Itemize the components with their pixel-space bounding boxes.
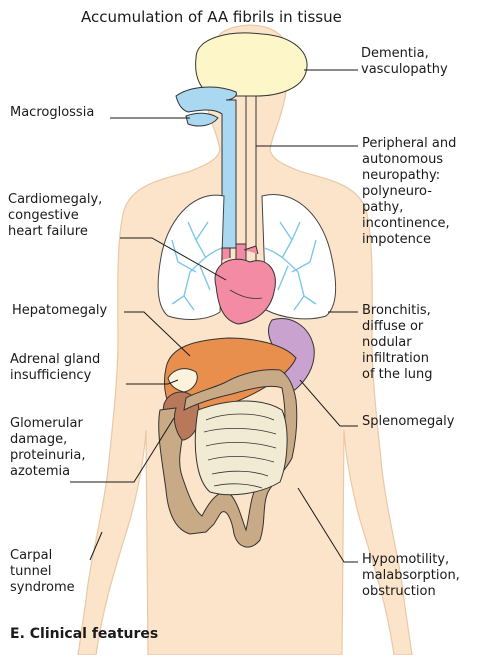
brain xyxy=(196,33,307,96)
label-adrenal-insufficiency: Adrenal gland insufficiency xyxy=(10,352,100,384)
figure-caption: E. Clinical features xyxy=(10,626,158,642)
label-glomerular-damage: Glomerular damage, proteinuria, azotemia xyxy=(10,416,86,480)
label-dementia: Dementia, vasculopathy xyxy=(361,46,448,78)
figure-title: Accumulation of AA fibrils in tissue xyxy=(81,8,342,26)
label-splenomegaly: Splenomegaly xyxy=(362,414,455,430)
label-macroglossia: Macroglossia xyxy=(10,105,94,121)
label-carpal-tunnel: Carpal tunnel syndrome xyxy=(10,548,75,596)
label-hypomotility: Hypomotility, malabsorption, obstruction xyxy=(362,552,460,600)
small-intestine xyxy=(195,401,287,495)
label-hepatomegaly: Hepatomegaly xyxy=(12,303,107,319)
label-peripheral-neuropathy: Peripheral and autonomous neuropathy: po… xyxy=(362,136,456,248)
label-cardiomegaly: Cardiomegaly, congestive heart failure xyxy=(8,192,102,240)
label-bronchitis: Bronchitis, diffuse or nodular infiltrat… xyxy=(362,303,432,383)
